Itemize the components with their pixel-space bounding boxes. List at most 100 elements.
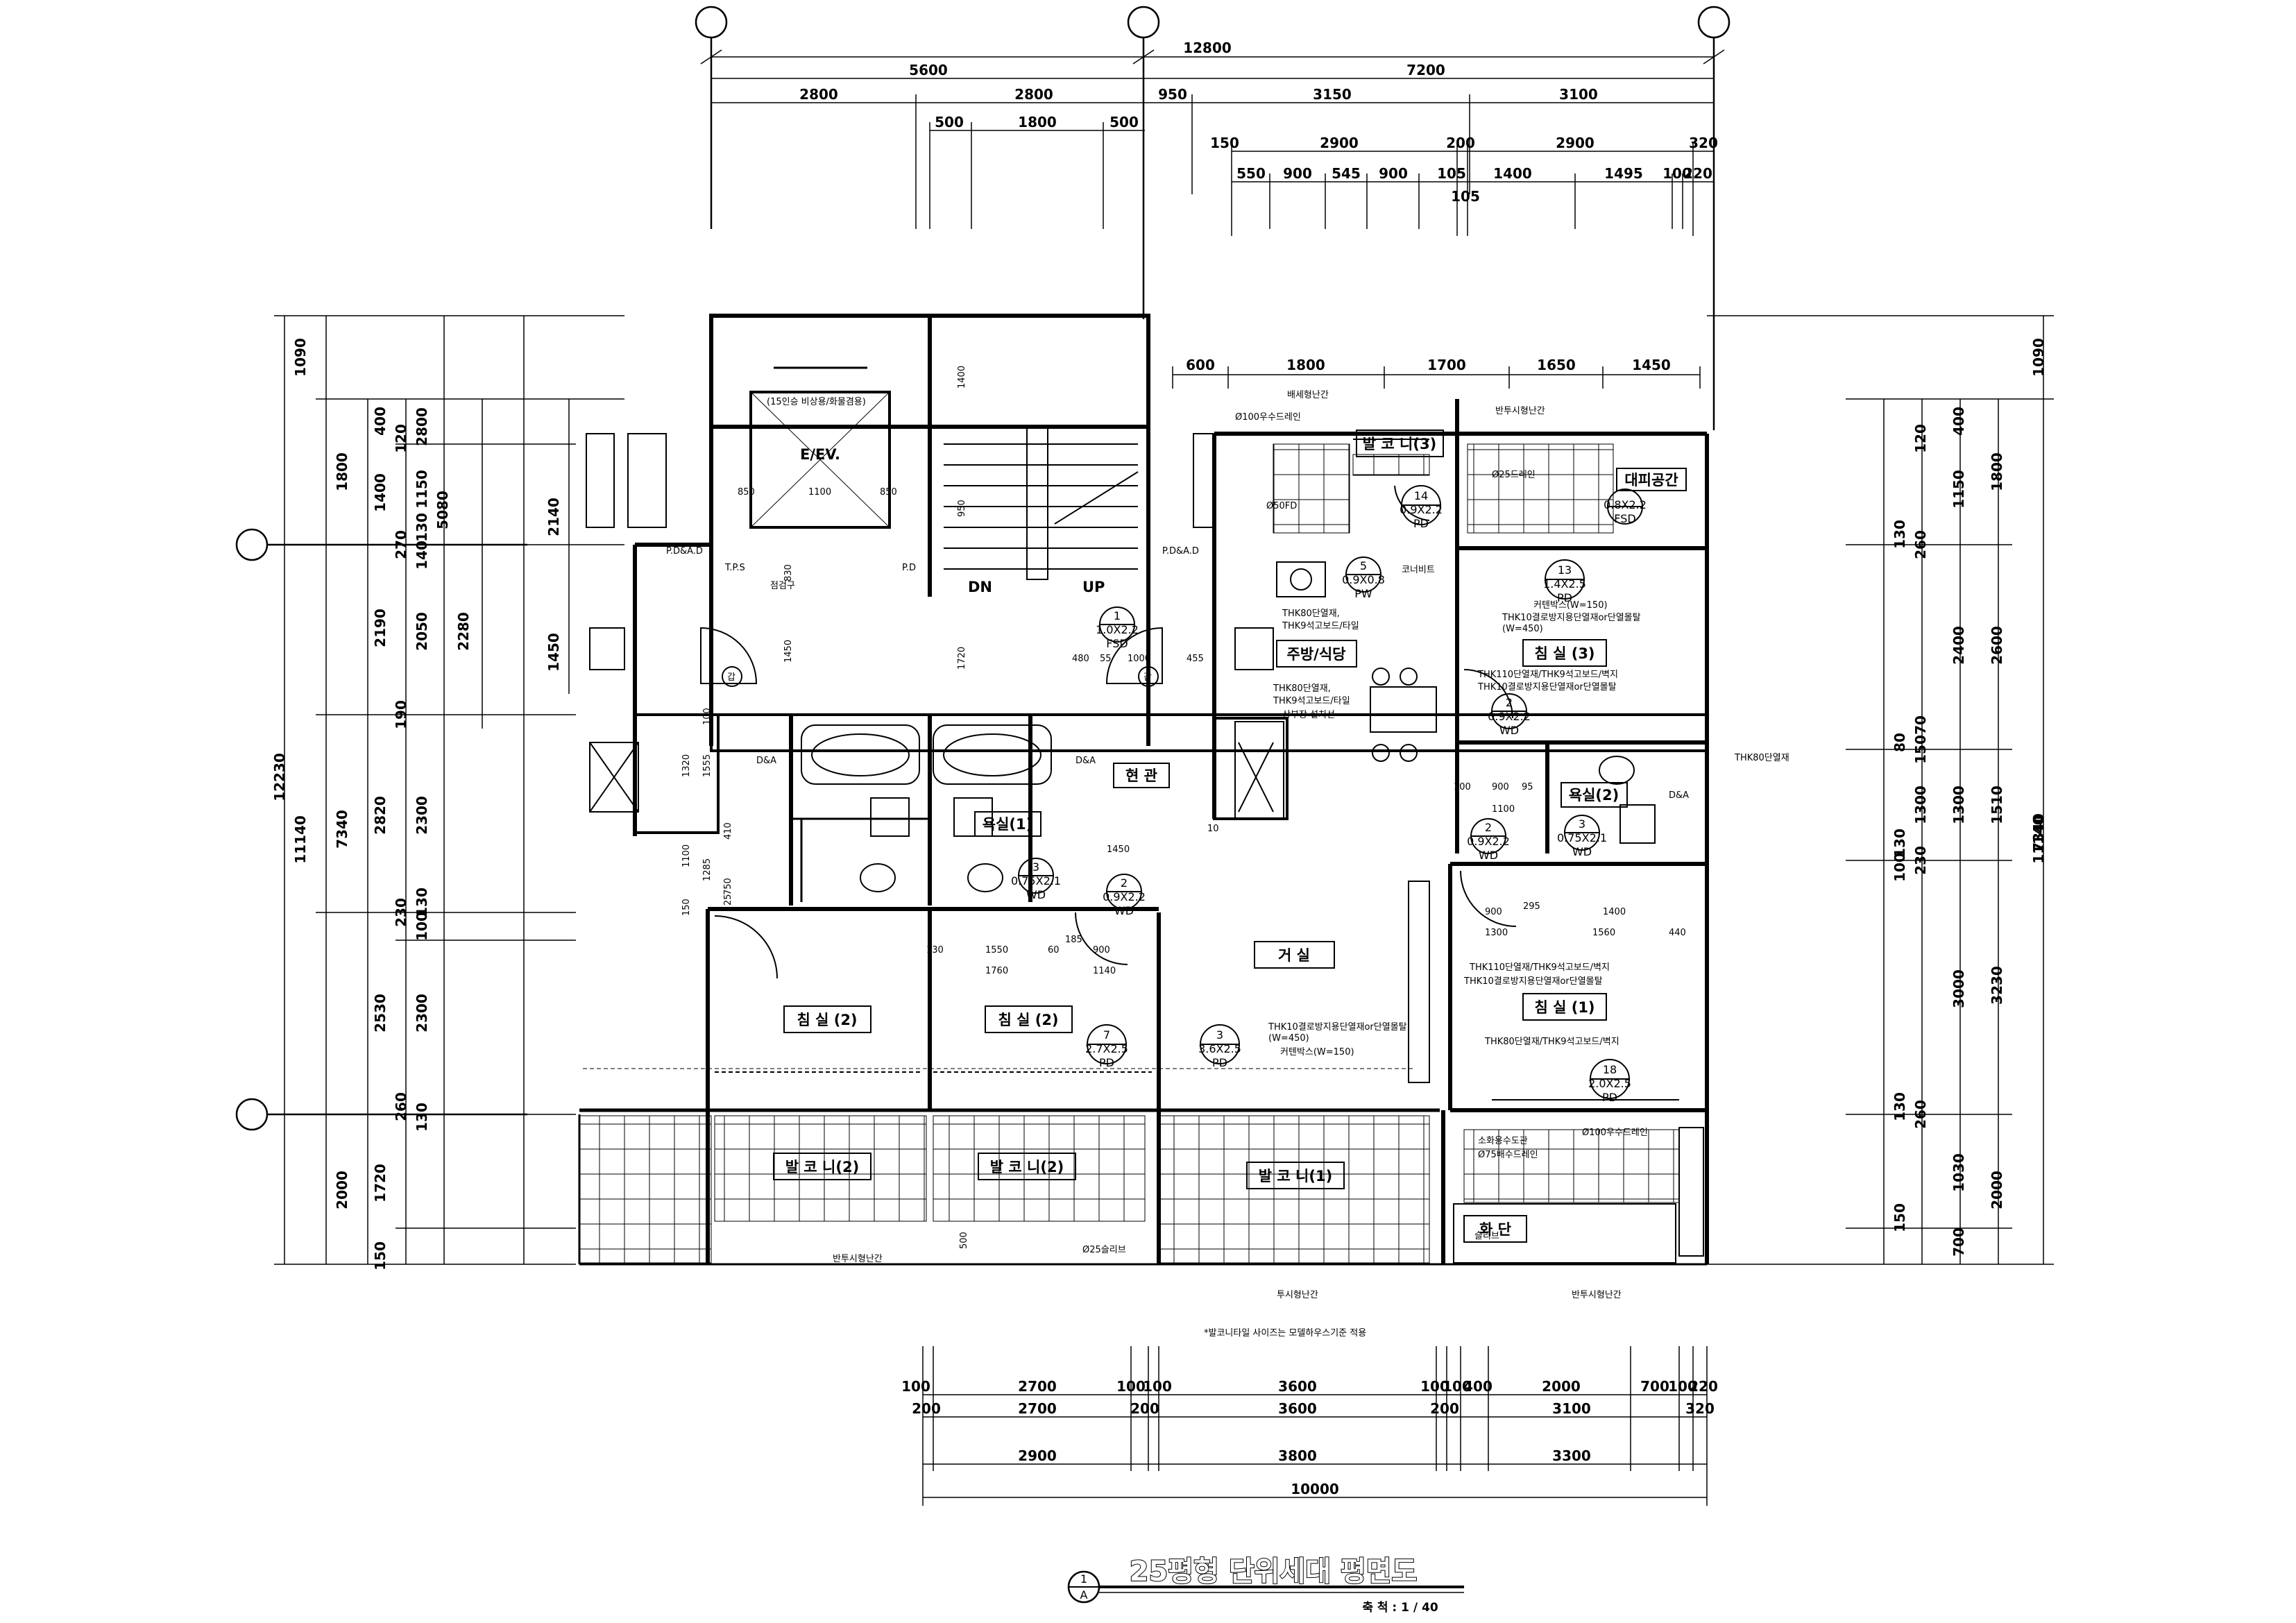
- door-type: PD: [1413, 517, 1429, 530]
- dim-left: 100: [414, 912, 430, 941]
- left-dimension-texts: 12230 1090 11140 1800 7340 2000 400 1400…: [271, 338, 562, 1271]
- note: 투시형난간: [1277, 1290, 1318, 1300]
- dim-left: 2800: [414, 407, 430, 446]
- note: THK10결로방지용단열재or단열몰탈: [1502, 613, 1641, 623]
- note: THK110단열재/THK9석고보드/벽지: [1477, 670, 1618, 680]
- dim-left: 140: [414, 541, 430, 570]
- dim-top: 1495: [1604, 165, 1643, 182]
- note: 커텐박스(W=150): [1533, 600, 1608, 611]
- dim-left: 1150: [414, 470, 430, 509]
- dim-right: 70: [1912, 715, 1929, 735]
- dim-right: 260: [1912, 1100, 1929, 1129]
- washbasin-3: [1619, 804, 1656, 844]
- dim-bottom: 200: [1130, 1400, 1159, 1417]
- door-marker-1: [1099, 606, 1135, 643]
- door-type: WD: [1499, 724, 1519, 737]
- dim-left: 2300: [414, 994, 430, 1033]
- dim-left: 130: [414, 887, 430, 917]
- note: THK9석고보드/타일: [1282, 621, 1359, 631]
- room-label-balcony1: 발 코 니(1): [1259, 1168, 1332, 1184]
- dim-bottom: 3600: [1278, 1378, 1317, 1395]
- symbol-sheet: A: [1080, 1588, 1088, 1601]
- note: 295: [1523, 901, 1540, 912]
- room-label-balcony2b: 발 코 니(2): [990, 1159, 1064, 1175]
- dim-right: 260: [1912, 530, 1929, 559]
- door-type: PD: [1557, 591, 1572, 604]
- dim-left: 120: [393, 424, 409, 453]
- dim-right: 1030: [1950, 1153, 1967, 1192]
- dim-overall-top: 12800: [1183, 40, 1232, 56]
- title-texts: 1 A 25평형 단위세대 평면도 축 척 : 1 / 40: [1080, 1555, 1438, 1615]
- dim-left: 190: [393, 700, 409, 729]
- room-label-boxes: [773, 430, 1687, 1243]
- note: 코너비트: [1402, 565, 1435, 575]
- note: 반투시형난간: [833, 1254, 883, 1264]
- note: 배세형난간: [1287, 390, 1329, 400]
- dim-right: 1090: [2030, 338, 2047, 377]
- door-type: FSD: [1614, 512, 1635, 525]
- washbasin-1: [870, 797, 910, 837]
- door-number: 3: [1216, 1028, 1223, 1042]
- door-number: 14: [1414, 489, 1428, 502]
- door-swing-entry-left: [700, 627, 758, 684]
- dim-bottom: 100: [1420, 1378, 1449, 1395]
- door-size: 0.9X2.2: [1488, 710, 1531, 723]
- door-marker-3b: [1564, 815, 1600, 851]
- door-marker-7: [1087, 1024, 1127, 1064]
- grid-bubble-top-2: [1127, 6, 1160, 39]
- dim-top: 150: [1210, 135, 1239, 151]
- door-swing-balcony3: [1394, 485, 1430, 521]
- flower-bed: [1453, 1203, 1676, 1264]
- door-size: 3.6X2.5: [1198, 1042, 1241, 1055]
- door-marker-18: [1590, 1059, 1630, 1099]
- dim-top: 500: [1109, 114, 1139, 130]
- balcony-tiles: [579, 443, 1680, 1264]
- dim-inner-top: 1650: [1537, 357, 1576, 373]
- fixtures: [583, 366, 1704, 1264]
- bottom-dimension-lines: [922, 1346, 1708, 1506]
- note: 185: [1065, 935, 1082, 945]
- dim-right: 1300: [1912, 785, 1929, 824]
- dim-bottom: 320: [1685, 1400, 1715, 1417]
- note: 60: [1048, 945, 1060, 955]
- dim-left: 1800: [334, 452, 350, 491]
- note: 1450: [1107, 844, 1130, 855]
- room-label-bath1: 욕실(1): [983, 816, 1032, 833]
- note: 1100: [681, 844, 692, 867]
- dim-right: 120: [1912, 424, 1929, 453]
- dim-right: 1150: [1950, 470, 1967, 509]
- door-number: 5: [1360, 559, 1367, 572]
- dim-top: 545: [1332, 165, 1361, 182]
- door-type: PD: [1099, 1056, 1114, 1069]
- dim-bottom: 200: [912, 1400, 941, 1417]
- dim-right: 100: [1891, 853, 1908, 882]
- room-label-bedroom2a: 침 실 (2): [797, 1012, 857, 1028]
- note: 반투시형난간: [1495, 406, 1545, 416]
- note: 455: [1187, 654, 1204, 664]
- note: 55: [1100, 654, 1112, 664]
- door-number: 2: [1121, 876, 1128, 890]
- dim-right: 1510: [1989, 785, 2005, 824]
- dim-top: 1400: [1493, 165, 1532, 182]
- note: THK80단열재: [1734, 753, 1789, 763]
- dim-bottom: 2700: [1018, 1400, 1057, 1417]
- note: 소화용수도관: [1478, 1136, 1528, 1146]
- footnote: *발코니타일 사이즈는 모델하우스기준 적용: [1204, 1328, 1366, 1339]
- note: 480: [1072, 654, 1089, 664]
- door-number: 3: [1032, 860, 1039, 874]
- dim-right: 2400: [1950, 626, 1967, 665]
- room-label-flowerbed: 화 단: [1479, 1221, 1511, 1238]
- dim-top: 3100: [1559, 86, 1598, 103]
- door-type: PD: [1602, 1091, 1617, 1104]
- dim-bottom: 400: [1463, 1378, 1493, 1395]
- symbol-number: 1: [1080, 1572, 1087, 1586]
- note: Ø25슬리브: [1082, 1245, 1126, 1255]
- dim-bottom: 3800: [1278, 1447, 1317, 1464]
- dim-top: 105: [1451, 188, 1480, 205]
- door-type: WD: [1479, 849, 1498, 862]
- door-marker-fsd: [1607, 488, 1643, 525]
- balcony-storage: [1678, 1127, 1704, 1257]
- door-marker-2c: [1470, 818, 1506, 854]
- room-label-balcony3: 발 코 니(3): [1363, 436, 1436, 452]
- dim-right: 400: [1950, 407, 1967, 436]
